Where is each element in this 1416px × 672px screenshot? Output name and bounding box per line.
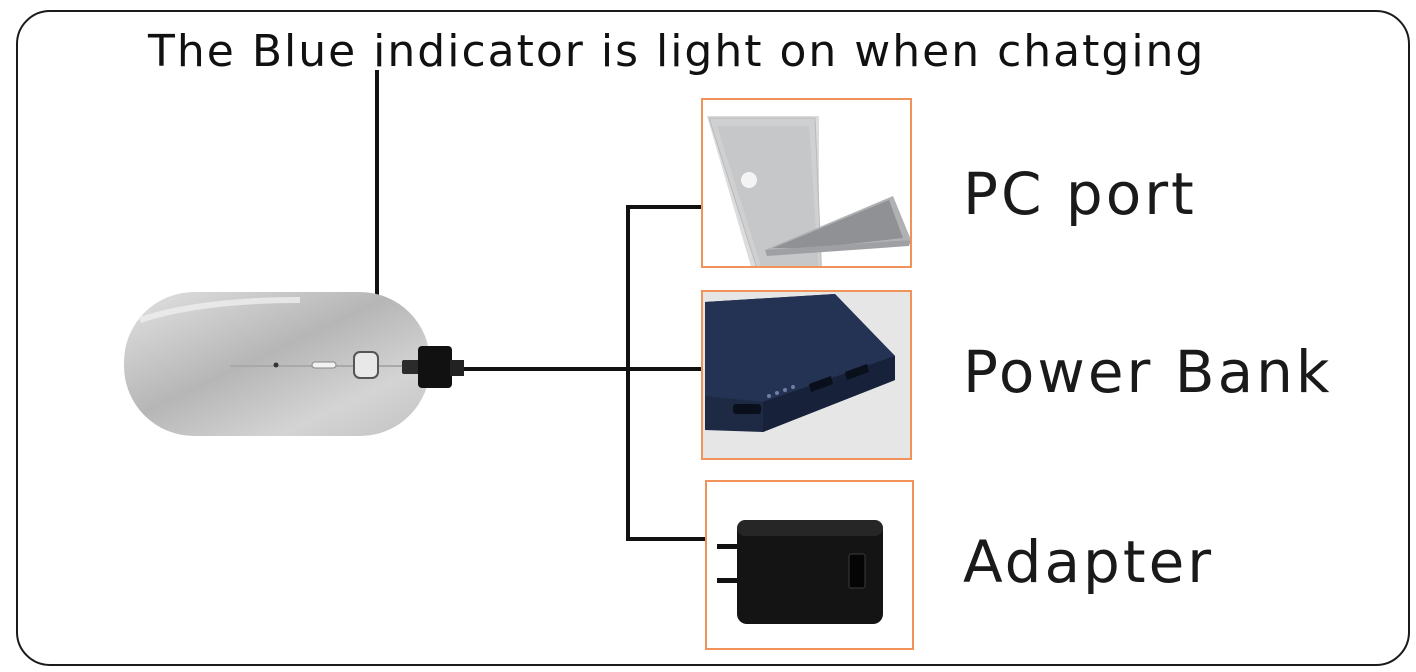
- label-power-bank: Power Bank: [963, 338, 1333, 406]
- device-box-power-bank: [701, 290, 912, 460]
- laptop-icon: [707, 116, 910, 266]
- device-box-adapter: [705, 480, 914, 650]
- power-bank-icon: [705, 294, 895, 432]
- diagram-title: The Blue indicator is light on when chat…: [148, 26, 1206, 77]
- device-box-pc-port: [701, 98, 912, 268]
- label-pc-port: PC port: [963, 160, 1197, 228]
- wall-adapter-icon: [717, 520, 883, 624]
- label-adapter: Adapter: [963, 528, 1215, 596]
